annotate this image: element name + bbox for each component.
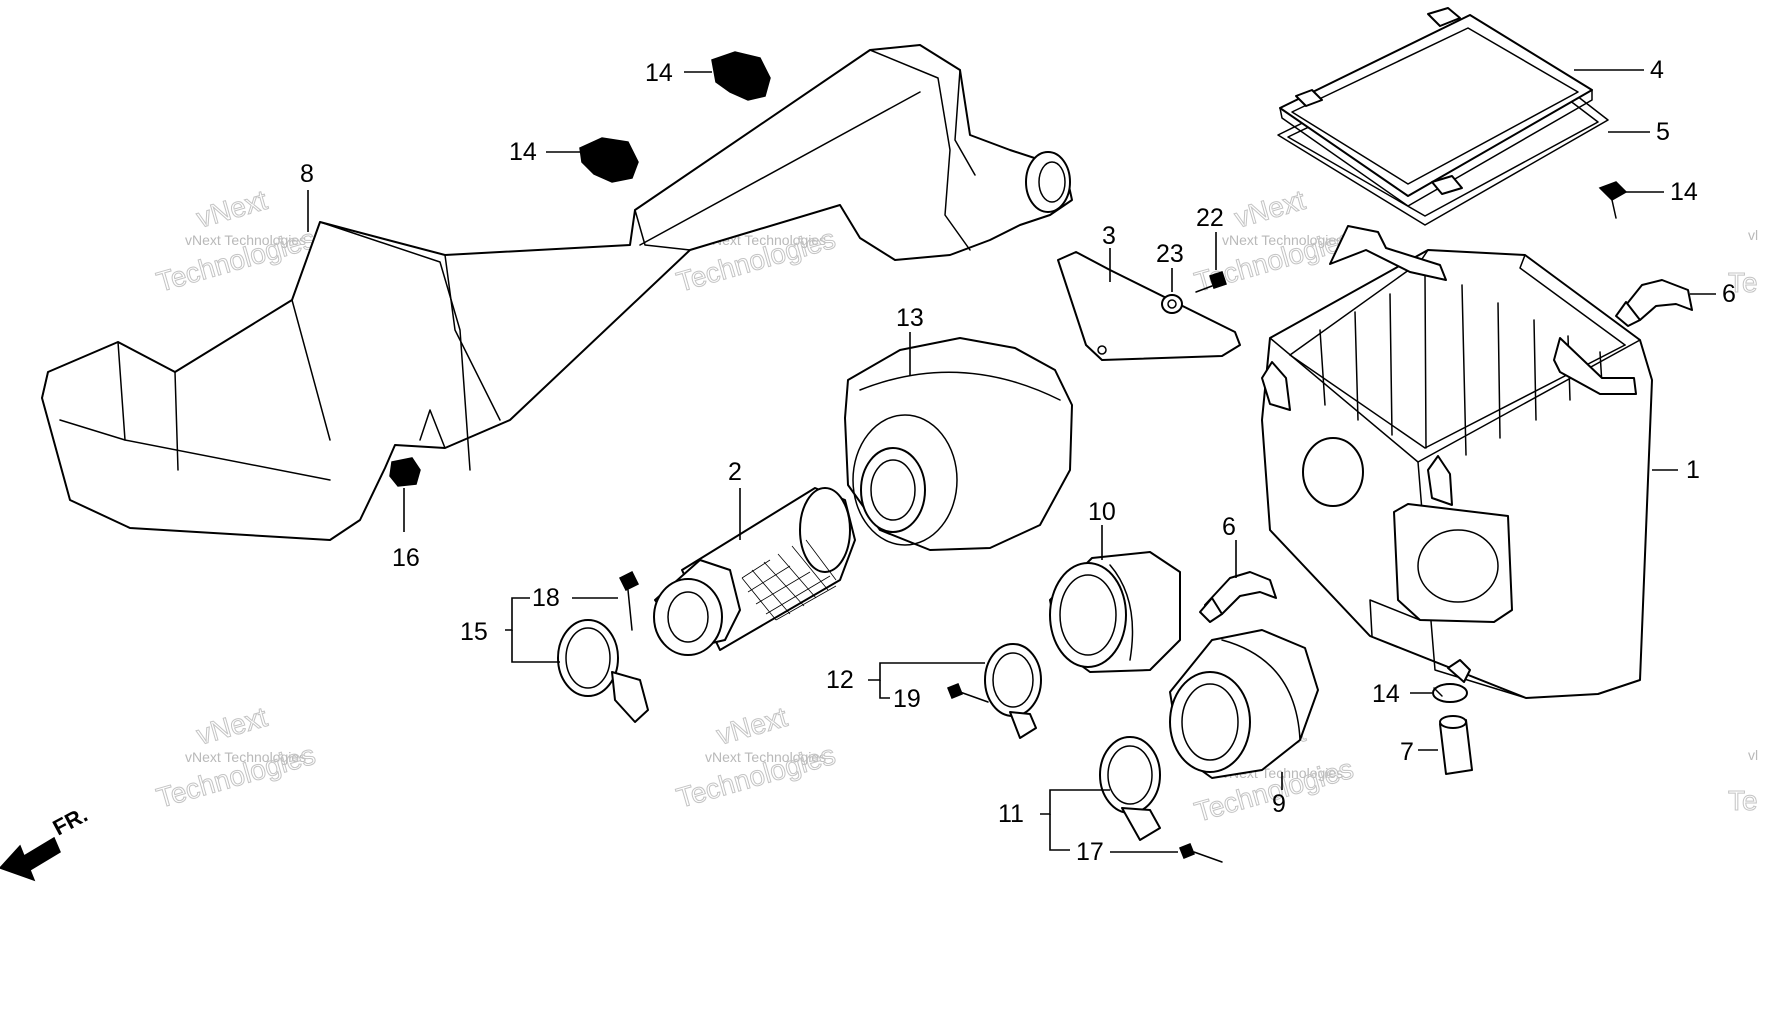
callout-6-upper: 6 <box>1722 280 1736 308</box>
watermark-bottom-center: vNext Technologies vNext Technologies <box>673 701 840 815</box>
part-6-clip-upper: 6 <box>1615 279 1736 327</box>
part-21-screw: 19 <box>893 683 989 713</box>
svg-text:vNext: vNext <box>193 184 271 234</box>
watermark-edge-top-big: Te <box>1728 267 1758 298</box>
callout-8: 8 <box>300 160 314 188</box>
callout-12: 11 <box>998 800 1024 828</box>
front-direction-marker: FR. <box>0 802 92 882</box>
svg-text:vNext Technologies: vNext Technologies <box>705 749 826 765</box>
callout-16: 14 <box>1670 178 1698 206</box>
svg-text:vNext Technologies: vNext Technologies <box>1222 232 1343 248</box>
part-20-screw: 18 <box>532 570 640 631</box>
callout-6-lower: 6 <box>1222 513 1236 541</box>
callout-1: 1 <box>1686 456 1700 484</box>
part-7-tube: 7 <box>1400 715 1473 775</box>
part-12-band: 11 <box>998 736 1161 851</box>
part-19-screw: 17 <box>1076 838 1223 866</box>
svg-text:vNext Technologies: vNext Technologies <box>185 749 306 765</box>
watermark-bottom-left: vNext Technologies vNext Technologies <box>153 701 320 815</box>
part-16-bolt: 14 <box>1598 178 1698 219</box>
part-22-bolt: 22 <box>1195 204 1227 293</box>
callout-8-group: 8 <box>300 160 314 232</box>
callout-14-upper: 14 <box>645 59 673 87</box>
part-3-bracket: 3 <box>1057 222 1241 361</box>
part-15-clip: 14 <box>1372 680 1468 708</box>
callout-21: 19 <box>893 685 921 713</box>
svg-text:vNext: vNext <box>1231 184 1309 234</box>
callout-17: 15 <box>460 618 488 646</box>
part-13-band: 12 <box>826 643 1042 739</box>
callout-3: 3 <box>1102 222 1116 250</box>
front-label: FR. <box>49 802 92 841</box>
part-10-connecting-tube: 10 <box>1049 498 1181 673</box>
callout-23: 23 <box>1156 240 1184 268</box>
part-23-washer: 23 <box>1156 240 1184 314</box>
callout-4: 4 <box>1650 56 1664 84</box>
watermark-edge-top: vl <box>1748 227 1758 243</box>
watermark-top-left: vNext Technologies vNext Technologies <box>153 184 320 299</box>
part-1-air-cleaner-case: 1 <box>1261 225 1700 699</box>
callout-5: 5 <box>1656 118 1670 146</box>
part-2-filter-screen: 2 <box>653 458 856 656</box>
part-14-clip-lower: 14 <box>509 137 639 183</box>
part-11-filter-element: 13 <box>844 304 1073 551</box>
callout-13: 12 <box>826 666 854 694</box>
watermark-edge-bottom-big: Te <box>1728 785 1758 816</box>
svg-text:vNext Technologies: vNext Technologies <box>185 232 306 248</box>
part-17-band: 15 <box>460 597 649 723</box>
part-9-inlet-tube: 9 <box>1169 629 1319 818</box>
callout-9: 9 <box>1272 790 1286 818</box>
callout-18: 16 <box>392 544 420 572</box>
part-4-case-cover: 4 <box>1279 7 1664 207</box>
part-8-intake-duct <box>41 44 1073 541</box>
svg-text:vNext: vNext <box>193 701 271 751</box>
arrow-icon <box>0 836 61 882</box>
callout-19: 17 <box>1076 838 1104 866</box>
callout-22: 22 <box>1196 204 1224 232</box>
callout-20: 18 <box>532 584 560 612</box>
callout-7: 7 <box>1400 738 1414 766</box>
callout-15: 14 <box>1372 680 1400 708</box>
callout-14-lower: 14 <box>509 138 537 166</box>
part-18-grommet: 16 <box>389 457 421 572</box>
callout-2: 2 <box>728 458 742 486</box>
part-14-clip-upper: 14 <box>645 51 771 101</box>
watermark-edge-bottom: vl <box>1748 747 1758 763</box>
svg-text:vNext: vNext <box>713 701 791 751</box>
mesh-pattern <box>741 539 837 621</box>
part-6-clip-lower: 6 <box>1199 513 1277 623</box>
callout-11: 13 <box>896 304 924 332</box>
callout-10: 10 <box>1088 498 1116 526</box>
